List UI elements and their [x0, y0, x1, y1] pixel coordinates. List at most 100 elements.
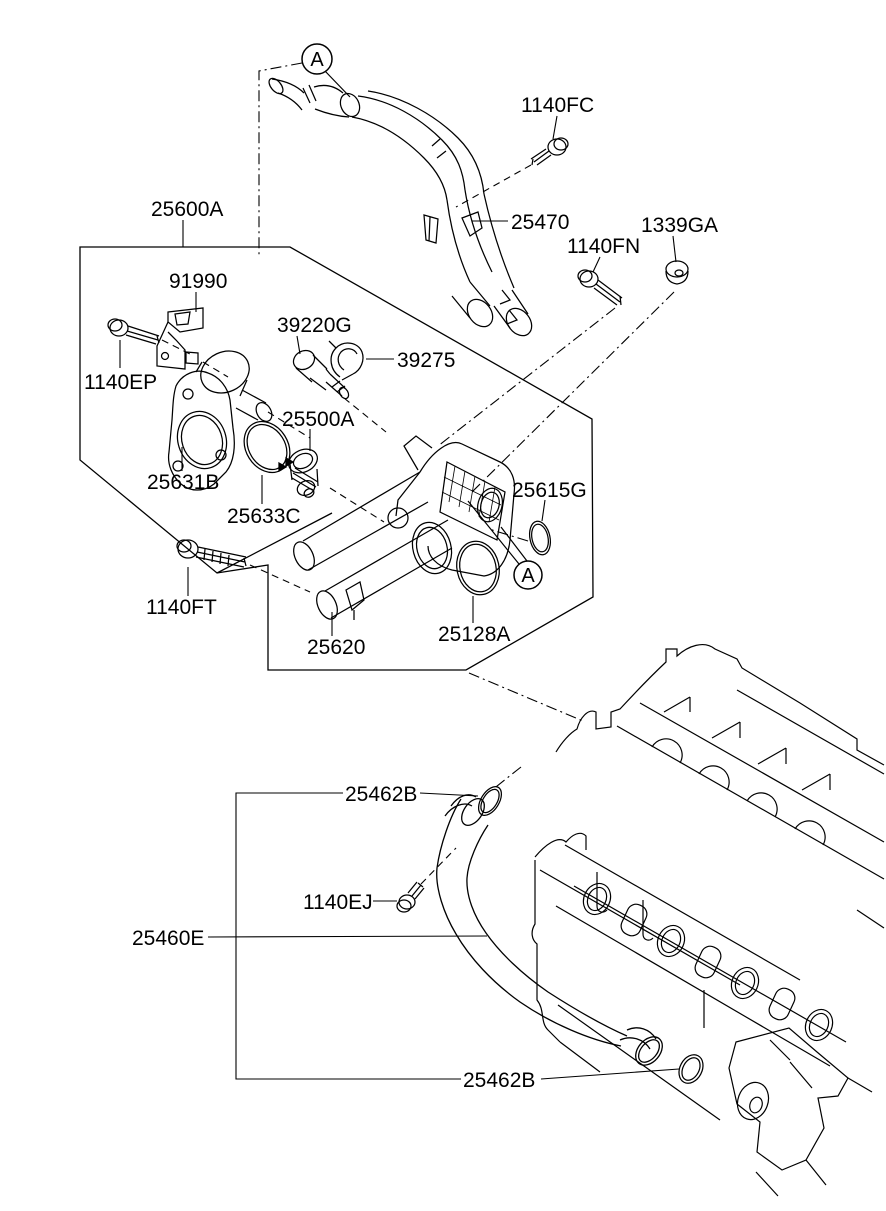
part-label-25600A: 25600A	[151, 198, 223, 221]
leader-25462b-bottom	[540, 1068, 680, 1080]
exhaust-face-edges	[555, 885, 847, 1067]
part-label-25460E: 25460E	[132, 927, 204, 950]
pipe-bracket-tab-1	[423, 214, 439, 244]
detail-a-section-line	[258, 62, 303, 255]
sensor-39220g-dash	[343, 397, 387, 433]
pipe-clamp-bracket	[345, 581, 365, 620]
view-marker-circle	[513, 560, 543, 590]
drawing-gasket-25128a	[456, 540, 500, 596]
part-label-1140FN: 1140FN	[567, 235, 640, 258]
washer-1339ga-axis-line	[471, 291, 675, 493]
leader-25462b-top	[419, 792, 479, 797]
drawing-bolt-1140ft	[176, 539, 247, 568]
part-label-1140EJ: 1140EJ	[303, 891, 373, 914]
leader-25615g	[541, 499, 546, 522]
engine-head-ridge	[616, 725, 885, 880]
drawing-bolt-1140fn	[577, 269, 623, 306]
drawing-sensor-39220g	[292, 349, 350, 400]
drawing-bolt-1140ej	[396, 881, 425, 913]
drawing-engine-block	[531, 644, 885, 1197]
engine-section-line-1	[468, 672, 584, 722]
part-label-25462B-bottom: 25462B	[463, 1069, 535, 1092]
boundary-extension-line	[216, 512, 333, 574]
drawing-oring-25462b-top	[477, 785, 503, 817]
thermostat-25500a-dash	[329, 487, 385, 523]
drawing-bolt-1140ep	[107, 318, 160, 345]
cover-neck-opening	[200, 350, 250, 394]
part-label-25500A: 25500A	[282, 408, 354, 431]
bracket-25462b	[235, 792, 461, 1080]
part-callouts: 25600A 91990 1140EP 25631B 25633C 25500A…	[84, 94, 718, 1092]
pipe-outlet-2	[505, 307, 533, 337]
bolt-1140ft-dash	[249, 564, 311, 593]
leader-39220g	[296, 335, 301, 355]
view-marker-leader	[324, 70, 351, 98]
drawing-thermostat-25500a	[278, 448, 319, 498]
engine-mount-boss	[728, 1027, 849, 1171]
view-marker-circle	[301, 43, 333, 75]
part-label-25620: 25620	[307, 636, 365, 659]
jiggle-valve-marks	[278, 456, 295, 473]
label-leader-lines	[119, 115, 680, 1080]
view-marker-leaders	[467, 500, 528, 565]
hose-top-beads	[444, 794, 477, 817]
view-marker-a-top-label: A	[310, 49, 324, 71]
upper-pipe-end	[293, 541, 315, 571]
detail-a-port	[339, 92, 361, 118]
drawing-gasket-25615g	[528, 520, 552, 556]
cover-stub-port	[255, 402, 273, 422]
fitting-body-outline	[419, 442, 516, 577]
view-marker-a-mid: A	[467, 500, 543, 590]
assembly-dash-lines	[161, 164, 532, 885]
gasket-face	[439, 461, 506, 541]
drawing-hose-25460e	[436, 794, 663, 1066]
lower-pipe-end	[316, 590, 338, 620]
drawing-washer-1339ga	[665, 260, 689, 285]
cover-flange-outline	[167, 370, 235, 491]
pipe-bracket-tab-2	[461, 211, 483, 237]
leader-1140fc	[552, 115, 558, 140]
valve-boss-marks	[663, 696, 831, 791]
leader-1339ga	[672, 235, 677, 263]
drawing-oring-25462b-bottom	[678, 1054, 704, 1084]
bracket-hole	[160, 351, 170, 361]
part-label-25633C: 25633C	[227, 505, 301, 528]
part-label-25615G: 25615G	[512, 479, 587, 502]
outlet-clip-marks	[499, 289, 519, 325]
hose-bottom-beads	[619, 1027, 657, 1050]
view-marker-a-top: A	[301, 43, 351, 98]
part-label-25470: 25470	[511, 211, 569, 234]
part-label-39275: 39275	[397, 349, 455, 372]
leader-25460e	[207, 935, 488, 938]
drawing-bolt-1140fc	[530, 137, 569, 166]
view-marker-a-mid-label: A	[521, 565, 535, 587]
gasket-face-hatch	[441, 465, 502, 523]
part-label-1140FC: 1140FC	[521, 94, 594, 117]
leader-1140fn	[592, 256, 601, 273]
part-label-25462B-top: 25462B	[345, 783, 417, 806]
part-label-1140FT: 1140FT	[146, 596, 217, 619]
bracket-slot-hole	[174, 311, 191, 326]
bolt-1140ej-dash	[420, 847, 457, 885]
bolt-1140fc-dash	[455, 164, 532, 208]
part-label-91990: 91990	[169, 270, 227, 293]
part-label-39220G: 39220G	[277, 314, 352, 337]
hose-open-end	[268, 77, 284, 95]
bracket-91990-dash	[202, 361, 229, 378]
drawing-cover-25631b	[167, 350, 273, 491]
cover-25631b-dash	[267, 411, 311, 439]
bolt-1140fn-axis-line	[437, 307, 616, 447]
drawing-bracket-91990	[156, 307, 204, 370]
drawing-inlet-fitting-25620	[293, 435, 516, 620]
pipe-clamp-ticks	[431, 138, 447, 159]
part-label-1140EP: 1140EP	[84, 371, 157, 394]
hose-bottom-opening	[635, 1036, 663, 1066]
part-label-25128A: 25128A	[438, 623, 510, 646]
hose-top-opening	[461, 798, 485, 826]
part-label-25631B: 25631B	[147, 471, 219, 494]
drawing-clip-39275	[328, 340, 364, 381]
cam-humps	[651, 738, 826, 846]
engine-top-silhouette	[555, 644, 885, 766]
gasket-25615g-axis-line	[488, 528, 529, 542]
